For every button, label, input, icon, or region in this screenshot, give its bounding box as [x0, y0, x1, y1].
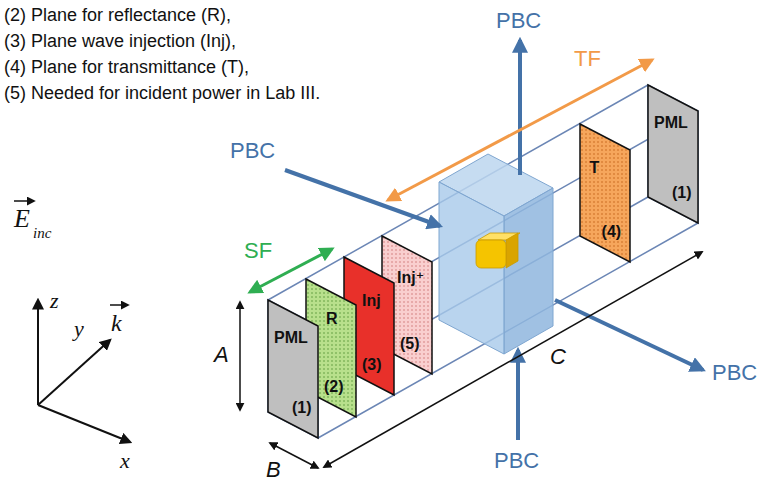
axis-label: y [74, 318, 84, 340]
callout-number: (5) [400, 336, 420, 352]
callout-number: (1) [672, 185, 692, 201]
legend-note: (2) Plane for reflectance (R), [4, 6, 231, 24]
plane-label: PML [274, 330, 308, 346]
pml-plane: PML (1) [648, 85, 698, 223]
plane-label: PML [654, 115, 688, 131]
plane-label: R [326, 311, 338, 327]
plane-label: T [590, 160, 600, 176]
axis-label: x [120, 450, 130, 472]
legend-note: (4) Plane for transmittance (T), [4, 58, 249, 76]
plane-outline [580, 124, 630, 262]
region-label: SF [244, 240, 272, 262]
boundary-label: PBC [496, 10, 541, 32]
pbc-arrow [285, 40, 703, 440]
gold-particle [476, 233, 520, 268]
axis-label: z [50, 290, 59, 312]
callout-number: (4) [602, 224, 622, 240]
boundary-label: PBC [712, 362, 757, 384]
transmittance-plane: T (4) [580, 124, 630, 262]
dimension-label: B [266, 459, 281, 481]
plane-label: Inj⁺ [397, 270, 424, 286]
boundary-label: PBC [494, 450, 539, 472]
pml-plane: PML (1) [268, 300, 318, 438]
dimension-arrow [240, 252, 702, 468]
vector-label: k [111, 311, 122, 335]
domain-box [268, 85, 698, 438]
coordinate-axes [14, 201, 130, 442]
vector-subscript: inc [33, 226, 51, 241]
callout-number: (2) [324, 379, 344, 395]
plane-label: Inj [362, 293, 381, 309]
unit-cell-block [439, 154, 553, 354]
plane-outline [268, 300, 318, 438]
boundary-label: PBC [230, 140, 275, 162]
region-label: TF [574, 48, 601, 70]
vector-label: E [14, 206, 30, 232]
callout-number: (3) [362, 357, 382, 373]
legend-note: (5) Needed for incident power in Lab III… [4, 84, 320, 102]
plane-outline [648, 85, 698, 223]
dimension-label: A [214, 344, 229, 366]
callout-number: (1) [292, 400, 312, 416]
dimension-label: C [550, 346, 566, 368]
legend-note: (3) Plane wave injection (Inj), [4, 32, 236, 50]
